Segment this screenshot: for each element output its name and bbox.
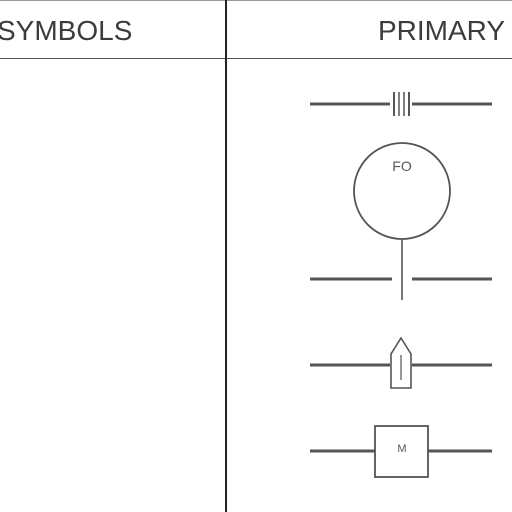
pointed-valve-symbol bbox=[300, 330, 500, 400]
pointed-valve-icon bbox=[310, 336, 492, 389]
motor-symbol: M bbox=[300, 420, 500, 480]
flow-orifice-label: FO bbox=[392, 158, 412, 174]
flow-orifice-icon bbox=[310, 142, 492, 300]
capillary-break-icon bbox=[310, 92, 492, 116]
column-divider bbox=[225, 0, 227, 512]
primary-column-header: PRIMARY bbox=[378, 15, 506, 46]
top-border bbox=[0, 0, 512, 1]
capillary-break-symbol bbox=[300, 85, 500, 125]
header-divider bbox=[0, 58, 512, 59]
symbols-column-header: SYMBOLS bbox=[0, 15, 133, 46]
motor-label: M bbox=[397, 443, 407, 455]
motor-box-icon bbox=[310, 425, 492, 478]
flow-orifice-symbol: FO bbox=[300, 140, 500, 305]
